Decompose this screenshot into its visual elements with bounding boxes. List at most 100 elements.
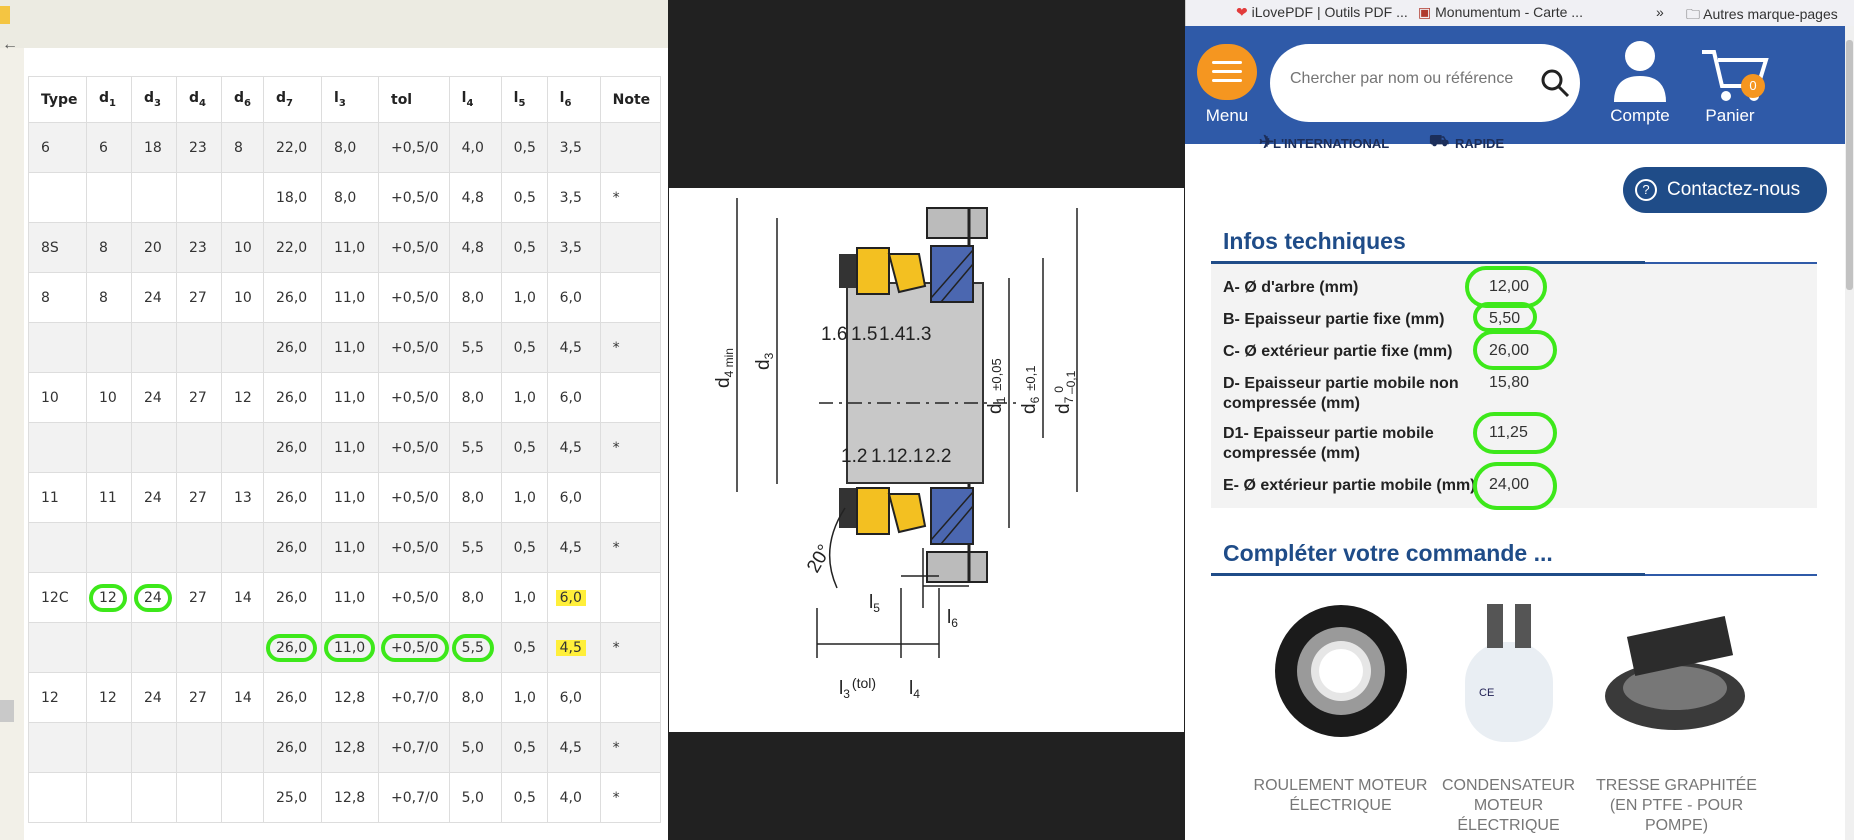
table-cell: 26,0 — [263, 472, 322, 523]
yellow-highlight: 6,0 — [555, 589, 586, 606]
cell-value: 8,0 — [461, 689, 484, 706]
cell-value: * — [612, 339, 620, 356]
bookmark-other[interactable]: 🗀 Autres marque-pages — [1686, 6, 1838, 22]
cell-value: 10 — [99, 389, 117, 406]
table-cell — [86, 722, 132, 773]
dim-d4: d4 min — [713, 348, 736, 388]
green-circle-mark: 26,0 — [266, 633, 318, 662]
dim-l3: l3(tol) — [839, 675, 876, 701]
cell-value: 0,5 — [513, 189, 536, 206]
table-cell — [131, 722, 177, 773]
back-arrow-icon[interactable]: ← — [2, 36, 18, 53]
product-capacitor-image[interactable]: CE — [1429, 596, 1589, 751]
account-label[interactable]: Compte — [1610, 106, 1670, 125]
search-box[interactable] — [1270, 44, 1580, 122]
table-cell: 10 — [86, 372, 132, 423]
bookmark-monumentum[interactable]: ▣ Monumentum - Carte ... — [1418, 4, 1583, 20]
info-row-b: B- Epaisseur partie fixe (mm) — [1223, 311, 1445, 328]
table-cell: 25,0 — [263, 772, 322, 823]
table-cell: 11,0 — [321, 372, 379, 423]
scrollbar-track[interactable] — [1845, 26, 1854, 840]
cell-value: 11,0 — [334, 489, 366, 506]
housing-top — [926, 207, 988, 239]
cell-value: 24 — [144, 689, 162, 706]
table-cell: +0,5/0 — [378, 622, 450, 673]
cell-value: 12 — [41, 689, 59, 706]
cell-value: 11,0 — [334, 389, 366, 406]
table-cell — [131, 772, 177, 823]
product-name[interactable]: CONDENSATEUR MOTEUR ÉLECTRIQUE — [1441, 777, 1576, 834]
info-row-a: A- Ø d'arbre (mm) — [1223, 279, 1359, 296]
folder-icon[interactable] — [0, 6, 10, 24]
table-cell: 24 — [131, 672, 177, 723]
cell-value: 10 — [234, 239, 252, 256]
col-header: d3 — [131, 76, 177, 123]
contact-button[interactable]: ? Contactez-nous — [1623, 167, 1827, 213]
bookmark-ilovepdf[interactable]: ❤ iLovePDF | Outils PDF ... — [1236, 4, 1408, 20]
menu-label[interactable]: Menu — [1205, 106, 1249, 125]
table-cell: +0,7/0 — [378, 772, 450, 823]
cell-value: 0,5 — [513, 789, 536, 806]
scrollbar-thumb[interactable] — [0, 700, 14, 722]
table-cell: +0,5/0 — [378, 172, 450, 223]
table-cell — [599, 372, 661, 423]
table-cell — [86, 772, 132, 823]
col-header: Note — [599, 76, 661, 123]
table-cell: +0,5/0 — [378, 322, 450, 373]
cell-value: 8,0 — [461, 489, 484, 506]
table-cell: 4,5 — [546, 422, 601, 473]
table-cell: 5,5 — [448, 322, 502, 373]
scrollbar-thumb[interactable] — [1846, 40, 1853, 290]
part-1-6-top — [839, 254, 859, 288]
table-cell: 26,0 — [263, 572, 322, 623]
col-header: l5 — [500, 76, 548, 123]
part-label: 1.3 — [905, 324, 931, 345]
cell-value: 26,0 — [276, 289, 308, 306]
table-cell — [28, 722, 87, 773]
product-bearing-image[interactable] — [1261, 596, 1421, 751]
cell-value: 5,0 — [461, 739, 484, 756]
tech-infos-table: A- Ø d'arbre (mm) 12,00 B- Epaisseur par… — [1211, 264, 1817, 510]
product-packing-image[interactable] — [1595, 596, 1755, 751]
table-cell: 5,0 — [448, 722, 502, 773]
table-cell — [86, 422, 132, 473]
banner-international: L'INTERNATIONAL — [1273, 136, 1390, 151]
search-input[interactable] — [1290, 70, 1550, 88]
cell-value: 4,8 — [461, 239, 484, 256]
table-cell — [599, 272, 661, 323]
table-cell: 12 — [221, 372, 264, 423]
table-cell: 6 — [86, 122, 132, 173]
table-cell — [28, 622, 87, 673]
cell-value: 4,8 — [461, 189, 484, 206]
table-cell: 12 — [28, 672, 87, 723]
cart-label[interactable]: Panier — [1705, 106, 1755, 125]
menu-button[interactable] — [1197, 44, 1257, 100]
table-cell: 22,0 — [263, 222, 322, 273]
table-cell: +0,5/0 — [378, 572, 450, 623]
product-name[interactable]: ROULEMENT MOTEUR ÉLECTRIQUE — [1253, 777, 1428, 814]
cell-value: 20 — [144, 239, 162, 256]
cell-value: 6 — [99, 139, 108, 156]
table-cell: 11,0 — [321, 622, 379, 673]
table-cell — [131, 522, 177, 573]
cell-value: 10 — [234, 289, 252, 306]
product-name[interactable]: TRESSE GRAPHITÉE (EN PTFE - POUR POMPE) — [1596, 777, 1757, 834]
cell-value: +0,5/0 — [391, 489, 439, 506]
account-icon[interactable] — [1610, 36, 1670, 106]
more-bookmarks-chevron-icon[interactable]: » — [1656, 4, 1664, 20]
table-cell: 5,0 — [448, 772, 502, 823]
cell-value: +0,5/0 — [391, 439, 439, 456]
hamburger-icon — [1212, 79, 1242, 82]
cell-value: 27 — [189, 489, 207, 506]
section-rule — [1211, 573, 1817, 576]
search-icon[interactable] — [1540, 68, 1570, 98]
table-cell — [599, 122, 661, 173]
cell-value: 26,0 — [276, 339, 308, 356]
cell-value: 0,5 — [513, 239, 536, 256]
cell-value: 25,0 — [276, 789, 308, 806]
table-cell: 4,5 — [546, 722, 601, 773]
cell-value: * — [612, 439, 620, 456]
cell-value: 1,0 — [513, 689, 536, 706]
